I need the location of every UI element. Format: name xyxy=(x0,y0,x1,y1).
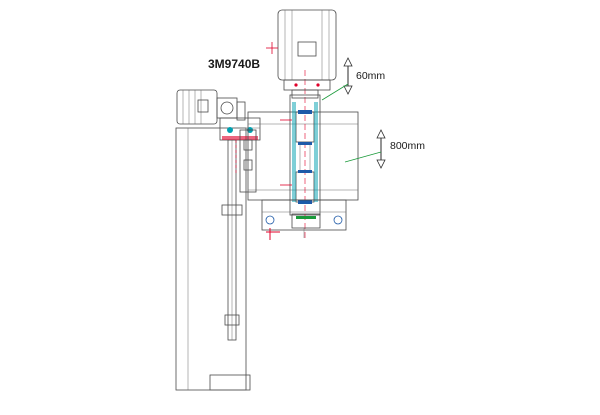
spindle-motor xyxy=(277,9,337,99)
work-table xyxy=(261,199,347,240)
travel-large-label: 800mm xyxy=(390,140,425,152)
travel-small-label: 60mm xyxy=(356,70,385,82)
spindle-head xyxy=(239,111,359,201)
column-body xyxy=(175,127,251,391)
lead-screw xyxy=(221,139,243,341)
center-mark xyxy=(266,42,278,54)
travel-large-arrow xyxy=(344,129,386,169)
feed-motor xyxy=(176,89,246,125)
spindle-quill xyxy=(280,70,321,240)
travel-small-arrow xyxy=(321,57,353,101)
model-label: 3M9740B xyxy=(208,57,260,71)
